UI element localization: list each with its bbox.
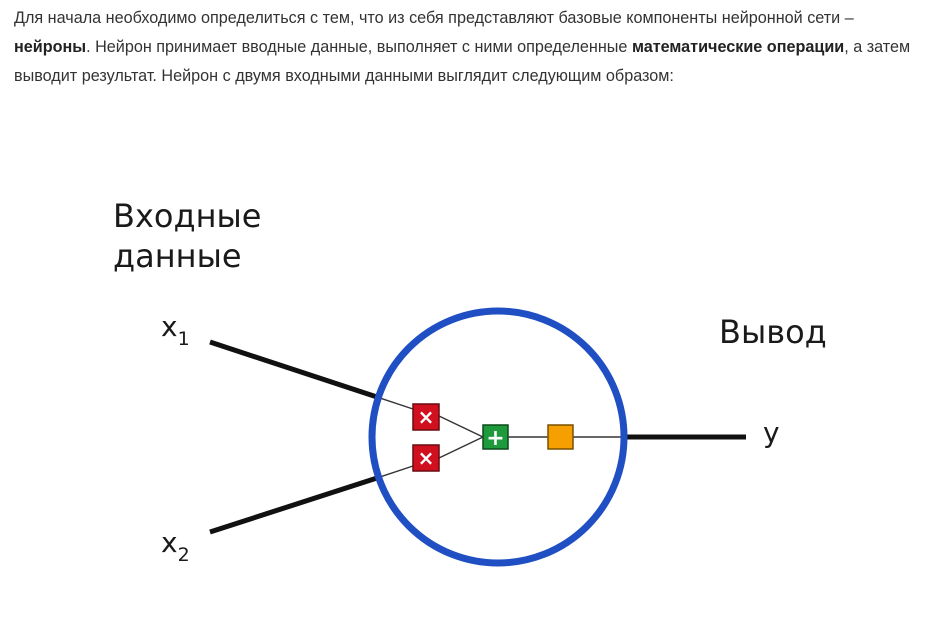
input-line-x2 — [209, 475, 378, 535]
x2-sub: 2 — [177, 544, 190, 566]
bold-math-operations: математические операции — [631, 38, 845, 56]
mult1-to-sum-line — [438, 415, 484, 438]
input-label-line-1: Входные — [113, 197, 262, 235]
add-node — [482, 424, 509, 450]
article-paragraph: Для начала необходимо определиться с тем… — [14, 4, 926, 91]
x1-label: x1 — [161, 310, 190, 350]
y-label: y — [763, 416, 780, 449]
x2-var: x — [161, 526, 178, 559]
input-label-line-2: данные — [113, 237, 242, 275]
neuron-circle — [368, 307, 628, 567]
paragraph-text-1: Для начала необходимо определиться с тем… — [14, 9, 854, 27]
paragraph-text-2: . Нейрон принимает вводные данные, выпол… — [86, 38, 632, 56]
inner-line-x1 — [376, 396, 414, 410]
x1-var: x — [161, 310, 178, 343]
paragraph-text-3: , а затем выводит результат. Нейрон с дв… — [14, 38, 911, 85]
mult2-to-sum-line — [438, 436, 484, 459]
add-symbol: + — [486, 426, 504, 451]
multiply-node-2 — [412, 444, 440, 472]
multiply-node-1 — [412, 403, 440, 431]
multiply-symbol-1: × — [418, 405, 435, 429]
input-data-label: Входные данные — [113, 196, 261, 276]
bold-neurons: нейроны — [14, 38, 87, 56]
output-label: Вывод — [719, 313, 827, 351]
activation-node — [547, 424, 574, 450]
inner-line-x2 — [376, 465, 414, 479]
multiply-symbol-2: × — [418, 446, 435, 470]
x2-label: x2 — [161, 526, 190, 566]
input-line-x1 — [209, 339, 378, 400]
x1-sub: 1 — [177, 328, 190, 350]
